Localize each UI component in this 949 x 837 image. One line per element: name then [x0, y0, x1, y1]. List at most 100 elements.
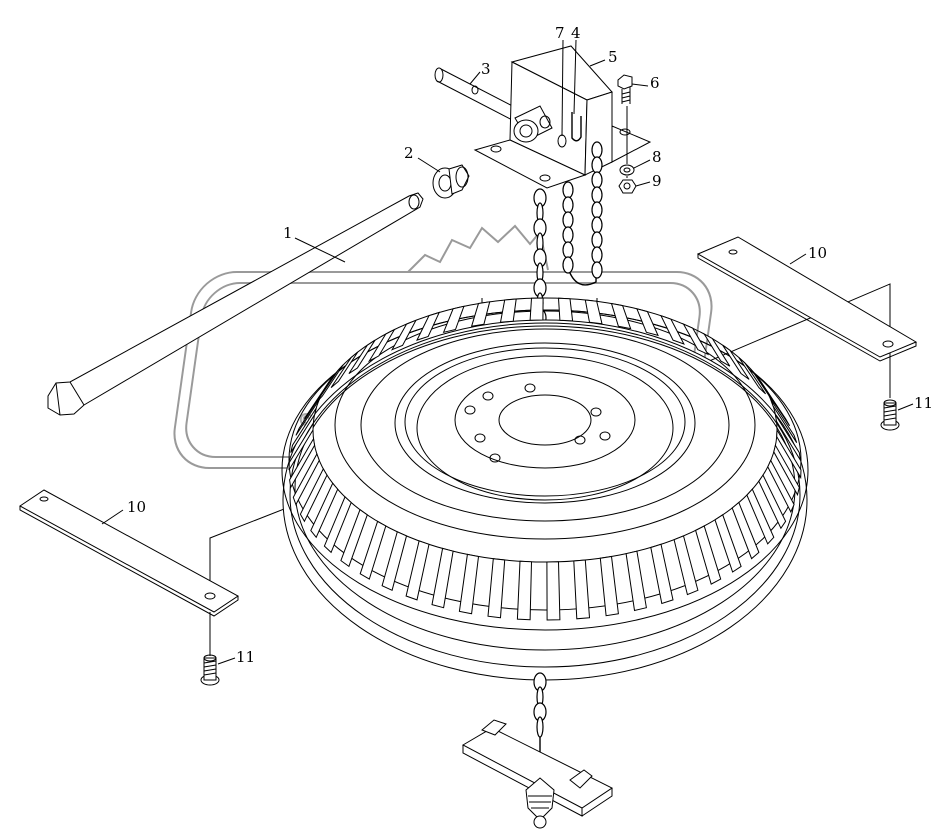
tread-block — [573, 559, 591, 620]
tread-block — [682, 323, 710, 356]
part-1-handle-bar — [47, 192, 424, 416]
lug-hole — [482, 391, 494, 401]
tread-block — [290, 407, 317, 453]
tread-block — [416, 311, 441, 341]
lower-cradle — [461, 672, 613, 829]
chain-link — [562, 196, 574, 214]
tread-block — [731, 501, 760, 560]
callout-labels: 1 2 3 4 5 6 7 8 9 10 10 11 11 — [127, 24, 933, 666]
tread-block — [650, 543, 674, 605]
tread-block — [625, 550, 647, 612]
tread-block — [599, 555, 619, 617]
chain-link — [562, 241, 574, 259]
chain-link — [591, 231, 603, 249]
tread-block — [774, 414, 801, 461]
tread-block — [431, 547, 454, 609]
tread-block — [390, 319, 417, 351]
part-9-nut — [618, 179, 637, 194]
tread-block — [767, 459, 795, 513]
callout-3: 3 — [481, 60, 491, 78]
lug-hole — [599, 431, 611, 441]
tread-block — [636, 308, 659, 337]
tread-block — [714, 514, 742, 573]
tread-block — [487, 558, 506, 619]
part-2-flanged-bushing — [432, 164, 470, 199]
tread-block — [359, 520, 387, 580]
tread-block — [340, 508, 368, 568]
part-11-stud-right — [880, 399, 900, 431]
tread-block — [610, 302, 632, 330]
chain-link — [591, 156, 603, 174]
callout-10-left: 10 — [127, 498, 146, 516]
part-5-bracket — [473, 45, 652, 189]
callout-11-right: 11 — [914, 394, 933, 412]
callout-11-left: 11 — [236, 648, 255, 666]
tread-block — [292, 452, 320, 506]
callout-6: 6 — [650, 74, 660, 92]
tread-block — [776, 428, 802, 480]
chain-link — [591, 171, 603, 189]
callout-10-right: 10 — [808, 244, 827, 262]
lug-hole — [489, 453, 501, 463]
tread-block — [695, 525, 722, 585]
callout-8: 8 — [652, 148, 662, 166]
chain-link — [591, 216, 603, 234]
tread-block — [746, 488, 775, 545]
tread-block — [762, 384, 791, 427]
callout-5: 5 — [608, 48, 618, 66]
chain-link — [591, 186, 603, 204]
tread-block — [738, 357, 767, 395]
chain-link — [591, 246, 603, 264]
part-10-plate-left — [19, 489, 239, 617]
callout-2: 2 — [404, 144, 414, 162]
tread-block — [381, 531, 408, 592]
chain-link — [562, 211, 574, 229]
lug-hole — [524, 383, 536, 393]
chain-link — [591, 141, 603, 159]
lug-hole — [574, 435, 586, 445]
tread-block — [773, 443, 800, 497]
tread-block — [516, 560, 533, 621]
tread-block — [529, 297, 544, 321]
callout-leaders — [101, 39, 914, 665]
tread-block — [310, 482, 339, 539]
chain-link — [562, 226, 574, 244]
callout-9: 9 — [652, 172, 662, 190]
tread-block — [584, 299, 603, 325]
tread-block — [758, 474, 787, 530]
tread-block — [458, 553, 480, 615]
tread-block — [702, 332, 731, 367]
tread-block — [288, 423, 314, 471]
lug-hole — [474, 433, 486, 443]
lug-hole — [464, 405, 476, 415]
lug-hole — [590, 407, 602, 417]
tread-block — [323, 496, 352, 554]
part-8-washer — [619, 164, 635, 176]
tread-block — [303, 378, 332, 419]
part-10-plate-right — [696, 236, 918, 362]
tread-block — [546, 561, 561, 621]
chain-link — [562, 256, 574, 274]
part-3-pin — [434, 67, 525, 125]
tread-block — [315, 364, 344, 404]
tread-block — [299, 467, 328, 523]
tread-block — [330, 351, 359, 388]
chain-link — [591, 261, 603, 279]
tread-block — [557, 297, 574, 322]
tread-block — [722, 344, 750, 380]
tread-block — [367, 328, 396, 363]
callout-1: 1 — [283, 224, 293, 242]
tread-block — [405, 540, 430, 601]
tread-block — [442, 305, 465, 334]
chain-link — [591, 201, 603, 219]
tread-block — [470, 301, 491, 327]
callout-4: 4 — [571, 24, 581, 42]
part-11-stud-left — [200, 654, 220, 686]
tread-block — [348, 339, 376, 375]
tread-block — [673, 535, 699, 596]
callout-7: 7 — [555, 24, 565, 42]
part-4-clip — [571, 112, 582, 142]
tread-block — [770, 399, 798, 443]
part-7-pin — [557, 134, 567, 148]
chain-link — [536, 716, 544, 738]
